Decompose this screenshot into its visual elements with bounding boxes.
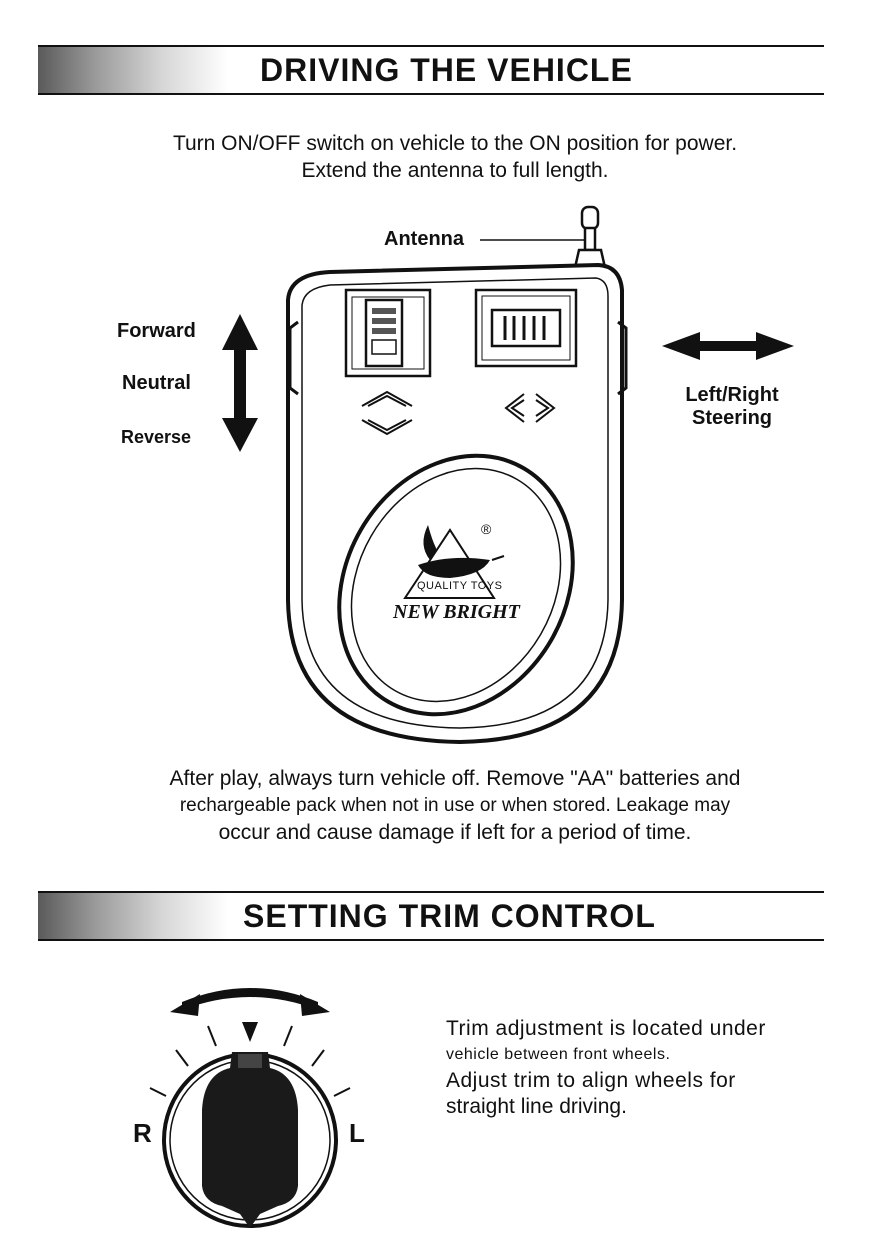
header-top-rule: [38, 45, 824, 47]
brand-name: NEW BRIGHT: [393, 601, 520, 623]
trim-line-1: Trim adjustment is located under: [446, 1017, 766, 1040]
header-shade: [38, 47, 228, 93]
registered-mark: ®: [481, 521, 492, 537]
dial-r-label: R: [133, 1118, 152, 1148]
warning-line-2: rechargeable pack when not in use or whe…: [179, 795, 731, 816]
trim-line-4: straight line driving.: [446, 1095, 627, 1118]
left-right-arrow-icon: [662, 332, 794, 360]
warning-text: After play, always turn vehicle off. Rem…: [60, 765, 850, 846]
trim-line-3: Adjust trim to align wheels for: [446, 1069, 736, 1092]
dial-tick-marks: [149, 1025, 351, 1097]
left-right-chevron-icon: [504, 393, 556, 423]
forward-label: Forward: [117, 320, 196, 342]
throttle-lever-icon: [344, 288, 432, 378]
driving-section-title: DRIVING THE VEHICLE: [260, 52, 633, 88]
intro-line-1: Turn ON/OFF switch on vehicle to the ON …: [172, 132, 738, 155]
trim-section-title: SETTING TRIM CONTROL: [243, 898, 656, 934]
dial-l-label: L: [349, 1118, 365, 1148]
trim-dial-knob: [162, 1052, 338, 1228]
driving-section-header: DRIVING THE VEHICLE: [38, 45, 824, 95]
reverse-label: Reverse: [121, 427, 192, 447]
steering-label-line-1: Left/Right: [685, 384, 779, 406]
header-bottom-rule: [38, 93, 824, 95]
remote-controller-illustration: [222, 205, 794, 745]
steering-lever-icon: [474, 288, 578, 368]
warning-line-1: After play, always turn vehicle off. Rem…: [169, 767, 741, 790]
new-bright-logo: [403, 525, 505, 599]
header-top-rule: [38, 891, 824, 893]
header-shade: [38, 893, 228, 939]
antenna-label: Antenna: [384, 228, 464, 250]
warning-line-3: occur and cause damage if left for a per…: [218, 821, 692, 844]
intro-text: Turn ON/OFF switch on vehicle to the ON …: [60, 130, 850, 184]
controller-body: [286, 262, 628, 745]
steering-label: Left/Right Steering: [672, 384, 792, 430]
steering-label-line-2: Steering: [691, 407, 773, 429]
forward-reverse-arrow-icon: [222, 314, 258, 452]
trim-section-header: SETTING TRIM CONTROL: [38, 891, 824, 941]
curved-arrow-icon: [170, 988, 330, 1016]
neutral-label: Neutral: [122, 372, 191, 394]
trim-line-2: vehicle between front wheels.: [446, 1046, 671, 1063]
up-down-chevron-icon: [361, 390, 413, 436]
quality-toys-badge: QUALITY TOYS: [417, 580, 503, 592]
center-pointer-icon: [242, 1022, 258, 1042]
intro-line-2: Extend the antenna to full length.: [301, 159, 609, 182]
header-bottom-rule: [38, 939, 824, 941]
trim-dial-illustration: [149, 988, 351, 1228]
antenna-icon: [480, 205, 608, 274]
trim-instructions: Trim adjustment is located under vehicle…: [446, 1016, 786, 1120]
